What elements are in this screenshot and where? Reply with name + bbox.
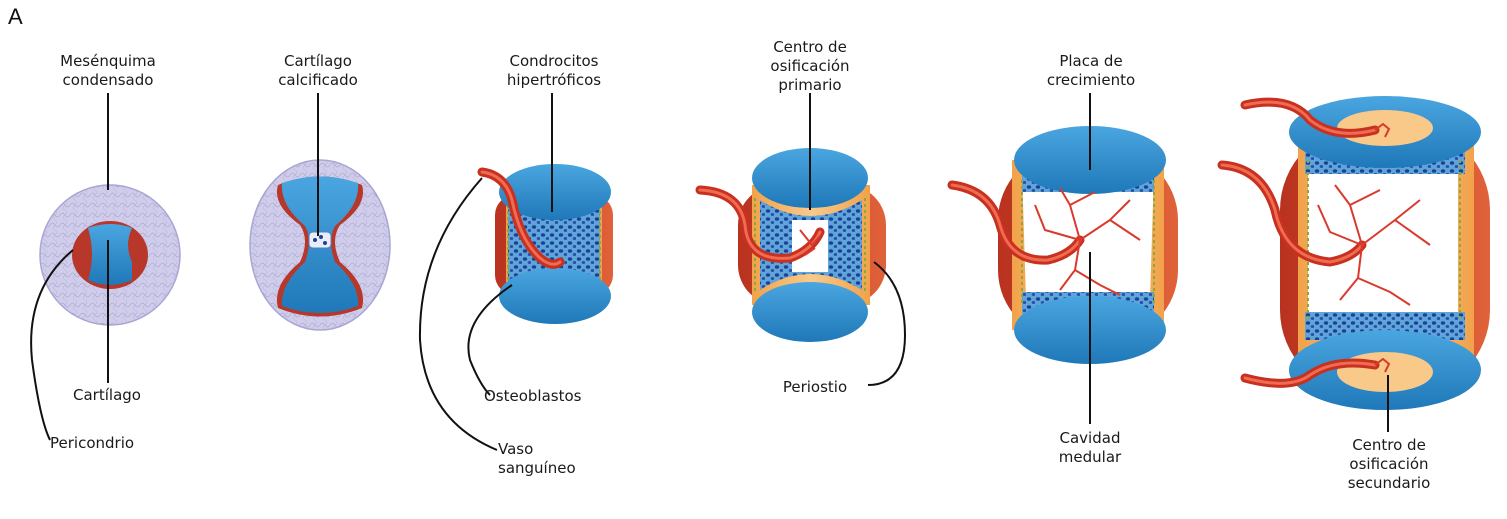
stage-3-hypertrophic bbox=[482, 164, 613, 324]
label-blood-vessel: Vaso sanguíneo bbox=[498, 440, 618, 478]
label-growth-plate: Placa de crecimiento bbox=[1016, 52, 1166, 90]
stage-6-secondary-center bbox=[1222, 96, 1490, 410]
label-osteoblasts: Osteoblastos bbox=[484, 387, 624, 406]
label-perichondrium: Pericondrio bbox=[50, 434, 200, 453]
stage-2-calcified-cartilage bbox=[250, 160, 390, 330]
leader-lines bbox=[31, 93, 1388, 450]
label-primary-center: Centro de osificación primario bbox=[740, 38, 880, 95]
stage-4-primary-center bbox=[700, 148, 886, 342]
label-secondary-center: Centro de osificación secundario bbox=[1316, 436, 1462, 493]
label-periosteum: Periostio bbox=[760, 378, 870, 397]
stage-5-growth-plate bbox=[952, 126, 1178, 364]
label-hypertrophic-chondrocytes: Condrocitos hipertróficos bbox=[476, 52, 632, 90]
stage-1-mesenchyme bbox=[40, 185, 180, 325]
label-medullary-cavity: Cavidad medular bbox=[1030, 429, 1150, 467]
label-mesenchyme: Mesénquima condensado bbox=[38, 52, 178, 90]
label-calcified-cartilage: Cartílago calcificado bbox=[258, 52, 378, 90]
label-cartilage: Cartílago bbox=[52, 386, 162, 405]
